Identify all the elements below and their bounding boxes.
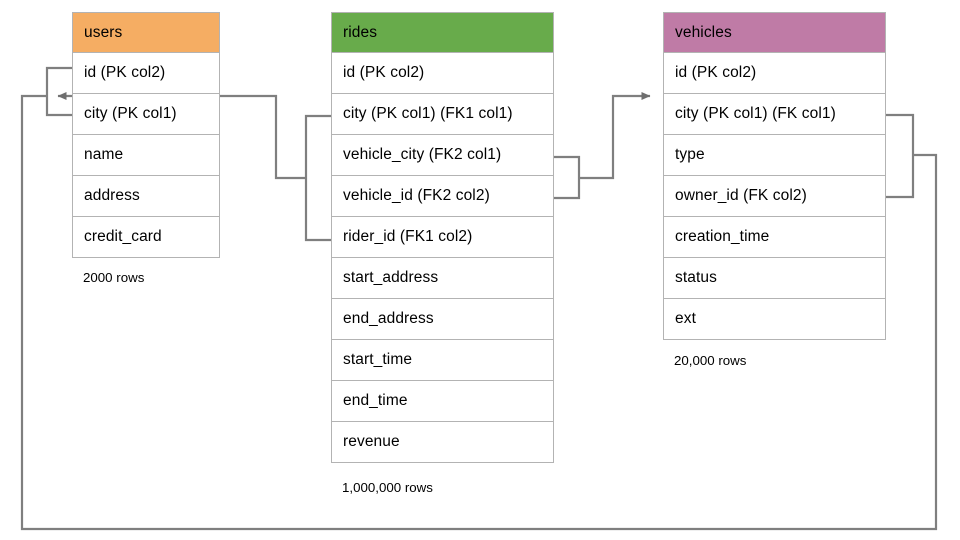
field-users-address[interactable]: address xyxy=(72,176,220,217)
field-label: revenue xyxy=(343,433,400,450)
field-rides-start-time[interactable]: start_time xyxy=(331,340,554,381)
field-vehicles-id[interactable]: id (PK col2) xyxy=(663,53,886,94)
entity-users-rowcount: 2000 rows xyxy=(83,270,144,285)
field-label: status xyxy=(675,269,717,286)
connector-rides-fk2-to-vehicles xyxy=(579,92,651,180)
connector-rides-fk2-bracket xyxy=(554,155,581,200)
field-label: city (PK col1) (FK1 col1) xyxy=(343,105,513,122)
field-users-id[interactable]: id (PK col2) xyxy=(72,53,220,94)
field-label: vehicle_city (FK2 col1) xyxy=(343,146,502,163)
field-rides-end-time[interactable]: end_time xyxy=(331,381,554,422)
field-label: end_address xyxy=(343,310,434,327)
field-label: address xyxy=(84,187,140,204)
field-vehicles-ext[interactable]: ext xyxy=(663,299,886,340)
field-rides-vehicle-city[interactable]: vehicle_city (FK2 col1) xyxy=(331,135,554,176)
rowcount-label: 2000 rows xyxy=(83,270,145,285)
field-label: credit_card xyxy=(84,228,162,245)
entity-rides-header: rides xyxy=(331,12,554,53)
field-label: name xyxy=(84,146,124,163)
field-rides-end-address[interactable]: end_address xyxy=(331,299,554,340)
field-rides-vehicle-id[interactable]: vehicle_id (FK2 col2) xyxy=(331,176,554,217)
field-label: id (PK col2) xyxy=(343,64,425,81)
entity-vehicles-title: vehicles xyxy=(675,23,732,41)
rowcount-label: 1,000,000 rows xyxy=(342,480,433,495)
field-label: rider_id (FK1 col2) xyxy=(343,228,473,245)
field-users-credit-card[interactable]: credit_card xyxy=(72,217,220,258)
field-label: id (PK col2) xyxy=(675,64,757,81)
entity-vehicles-rowcount: 20,000 rows xyxy=(674,353,746,368)
entity-vehicles-header: vehicles xyxy=(663,12,886,53)
entity-vehicles[interactable]: vehicles id (PK col2) city (PK col1) (FK… xyxy=(663,12,886,340)
field-users-name[interactable]: name xyxy=(72,135,220,176)
field-label: city (PK col1) xyxy=(84,105,177,122)
field-label: end_time xyxy=(343,392,408,409)
field-rides-id[interactable]: id (PK col2) xyxy=(331,53,554,94)
field-vehicles-creation-time[interactable]: creation_time xyxy=(663,217,886,258)
field-vehicles-type[interactable]: type xyxy=(663,135,886,176)
field-rides-revenue[interactable]: revenue xyxy=(331,422,554,463)
field-label: city (PK col1) (FK col1) xyxy=(675,105,836,122)
field-rides-city[interactable]: city (PK col1) (FK1 col1) xyxy=(331,94,554,135)
entity-rides-title: rides xyxy=(343,23,378,41)
field-label: start_address xyxy=(343,269,439,286)
entity-users-header: users xyxy=(72,12,220,53)
field-label: vehicle_id (FK2 col2) xyxy=(343,187,490,204)
connector-rides-fk1-bracket xyxy=(304,114,331,242)
field-label: type xyxy=(675,146,705,163)
connector-users-bracket xyxy=(45,66,72,117)
field-label: creation_time xyxy=(675,228,770,245)
field-label: id (PK col2) xyxy=(84,64,166,81)
field-label: owner_id (FK col2) xyxy=(675,187,807,204)
connector-vehicles-bracket xyxy=(886,113,915,199)
field-label: ext xyxy=(675,310,696,327)
entity-users-title: users xyxy=(84,23,123,41)
field-vehicles-city[interactable]: city (PK col1) (FK col1) xyxy=(663,94,886,135)
field-rides-rider-id[interactable]: rider_id (FK1 col2) xyxy=(331,217,554,258)
field-vehicles-status[interactable]: status xyxy=(663,258,886,299)
entity-rides[interactable]: rides id (PK col2) city (PK col1) (FK1 c… xyxy=(331,12,554,463)
field-users-city[interactable]: city (PK col1) xyxy=(72,94,220,135)
field-label: start_time xyxy=(343,351,413,368)
entity-rides-rowcount: 1,000,000 rows xyxy=(342,480,433,495)
rowcount-label: 20,000 rows xyxy=(674,353,747,368)
entity-users[interactable]: users id (PK col2) city (PK col1) name a… xyxy=(72,12,220,258)
field-vehicles-owner-id[interactable]: owner_id (FK col2) xyxy=(663,176,886,217)
field-rides-start-address[interactable]: start_address xyxy=(331,258,554,299)
